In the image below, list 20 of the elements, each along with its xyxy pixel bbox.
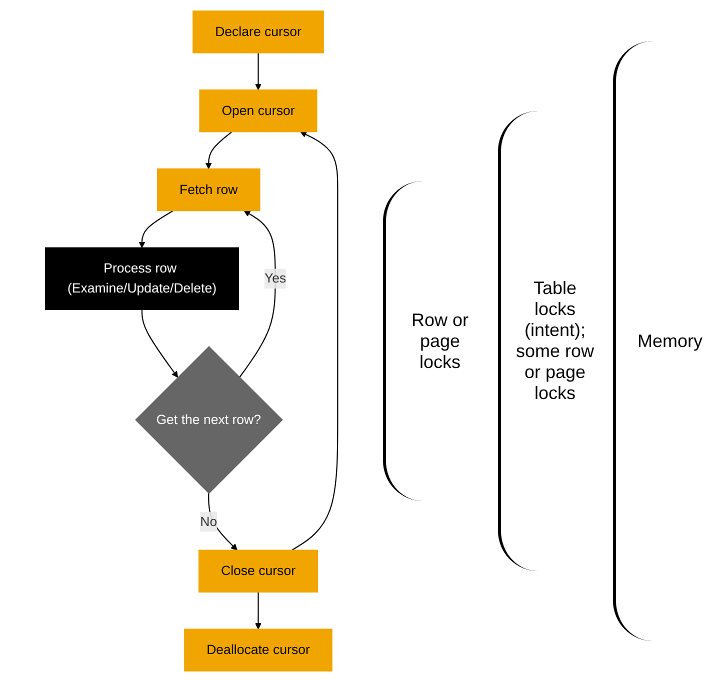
arrow (208, 493, 238, 550)
node-box: Fetch row (156, 168, 260, 212)
node-diamond: Get the next row? (135, 346, 283, 494)
node-box: Declare cursor (192, 10, 324, 54)
arrow (141, 310, 178, 378)
arrow (255, 52, 262, 90)
arrow (255, 592, 262, 630)
brace-label: Row or page locks (410, 310, 470, 372)
arrow (239, 210, 276, 378)
arrow (205, 131, 232, 170)
node-box: Process row (Examine/Update/Delete) (44, 247, 239, 310)
edge-label: Yes (264, 270, 286, 286)
node-box: Deallocate cursor (184, 628, 332, 672)
arrow (138, 210, 174, 248)
brace-label: Memory (636, 330, 704, 352)
arrow (292, 132, 338, 551)
node-box: Close cursor (198, 550, 318, 593)
node-box: Open cursor (199, 89, 318, 132)
edge-label: No (200, 514, 218, 529)
brace-label: Table locks (intent); some row or page locks (515, 278, 595, 404)
